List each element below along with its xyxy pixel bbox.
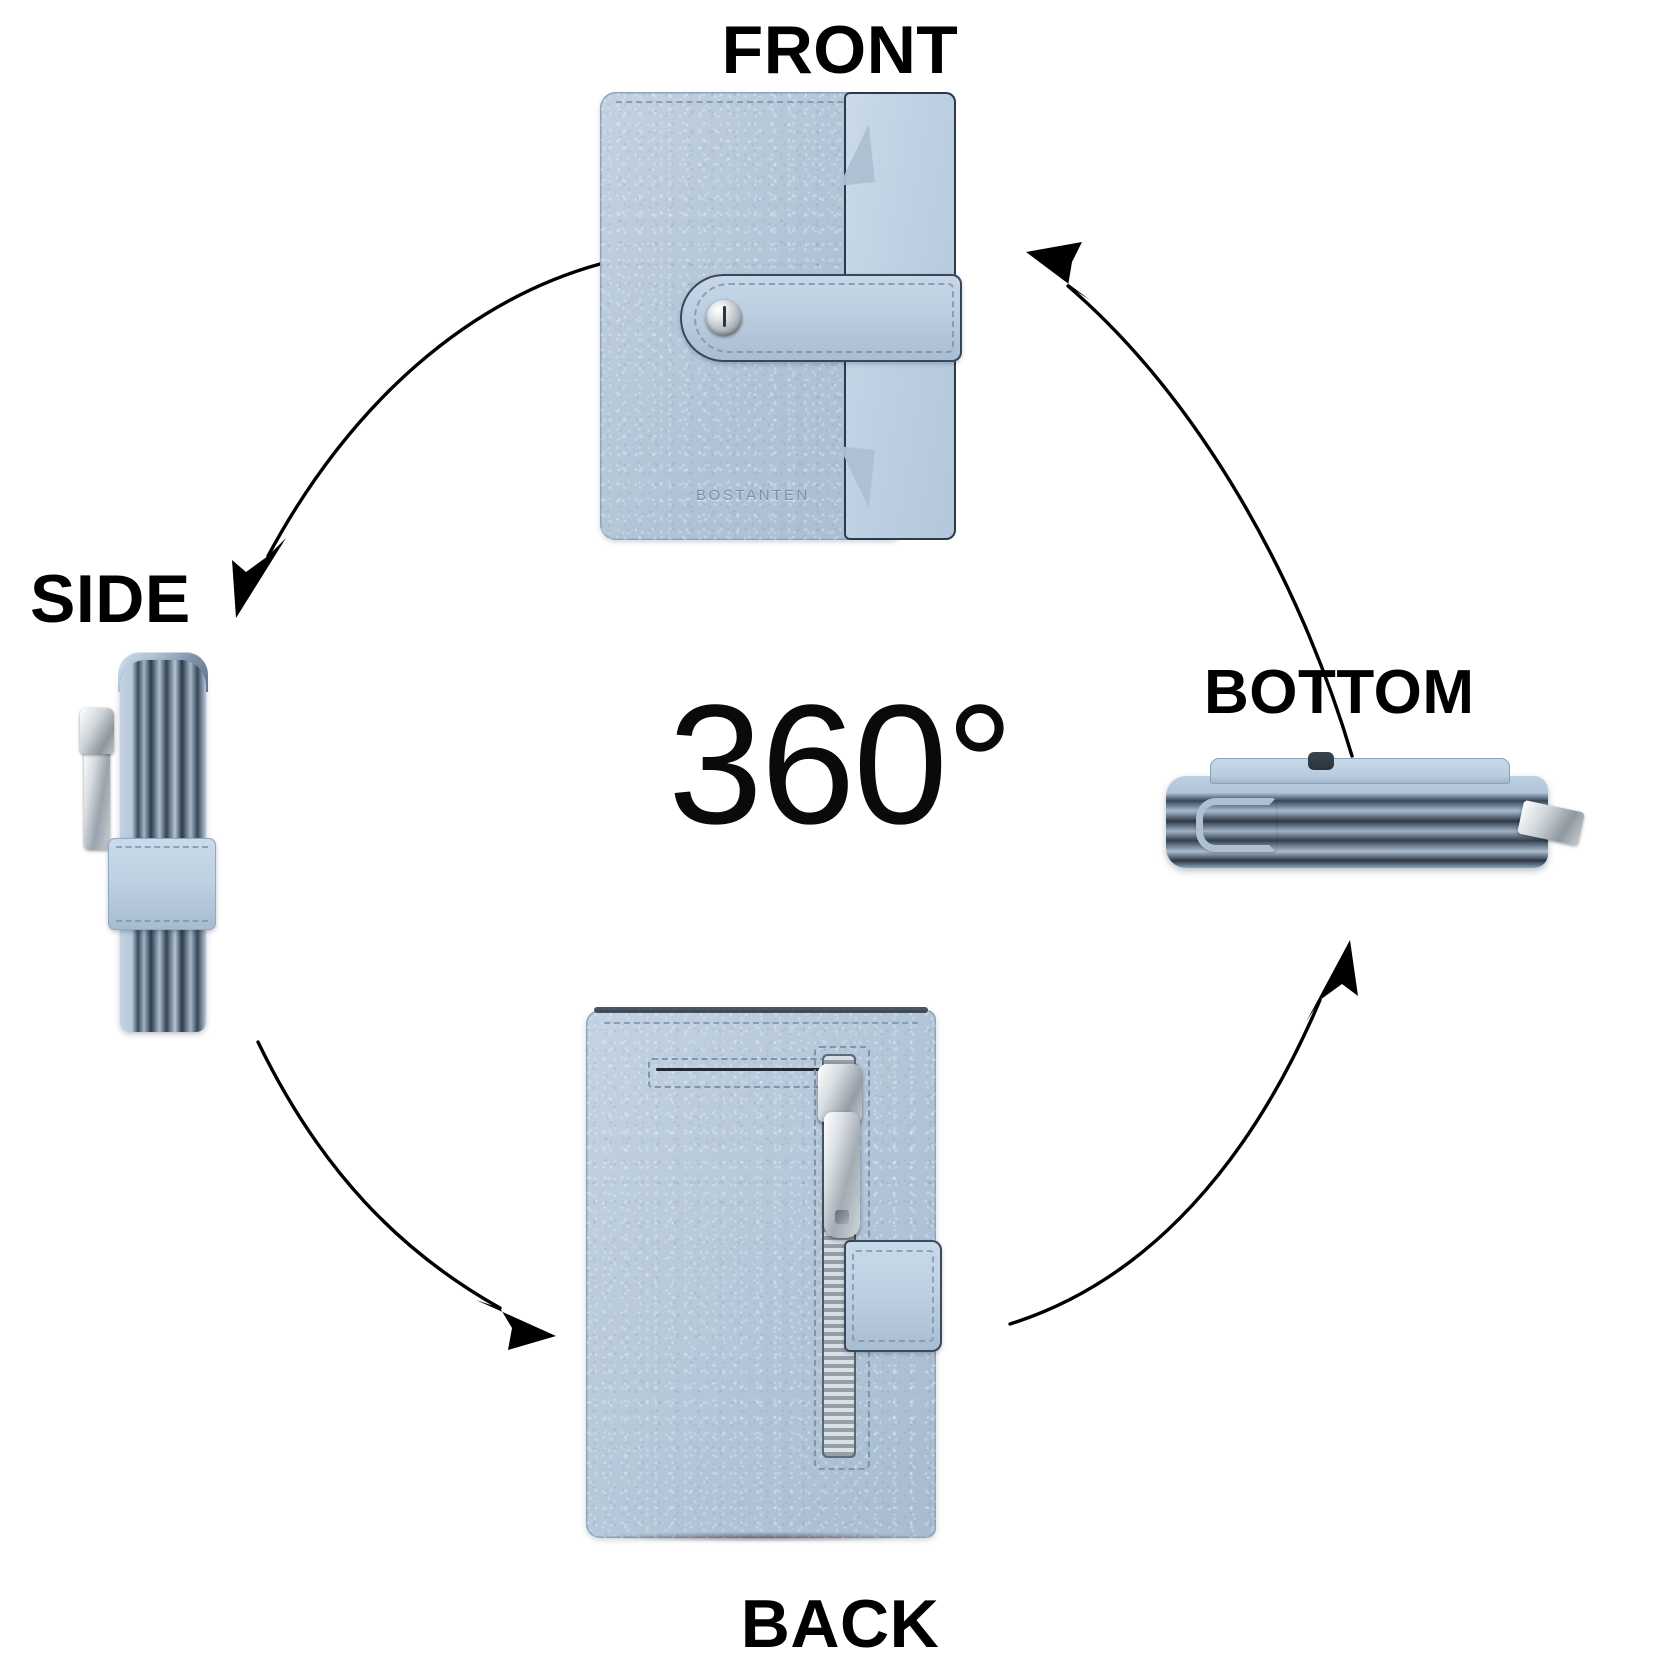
- view-label-side: SIDE: [30, 561, 191, 637]
- snap-button-icon: [706, 300, 742, 336]
- bottom-top-leather-strip: [1210, 758, 1510, 784]
- bottom-fold-loop: [1196, 798, 1276, 852]
- view-label-back: BACK: [740, 1586, 940, 1662]
- front-flap-notch-top: [833, 124, 875, 186]
- back-strap-stitching: [852, 1250, 934, 1342]
- back-bottom-shadow: [610, 1532, 912, 1542]
- side-zipper-slider-icon: [80, 708, 114, 754]
- wallet-bottom-view: [1140, 752, 1585, 892]
- front-snap-strap: [680, 274, 962, 362]
- bottom-snap-hardware-icon: [1308, 752, 1334, 770]
- side-band-stitching: [116, 846, 208, 922]
- side-zipper-pull-icon: [84, 742, 110, 850]
- view-label-front: FRONT: [721, 12, 959, 88]
- front-top-stitching: [616, 101, 884, 103]
- back-top-edge: [594, 1007, 928, 1013]
- rotation-degree-text: 360°: [668, 670, 1014, 860]
- arrow-back-to-bottom: [1008, 940, 1358, 1326]
- arrow-front-to-side: [232, 262, 602, 618]
- bottom-folded-profile: [1166, 776, 1548, 868]
- side-leather-band: [108, 838, 216, 930]
- wallet-front-view: BOSTANTEN: [592, 92, 964, 542]
- back-top-stitching: [604, 1022, 918, 1024]
- front-flap-notch-bottom: [833, 446, 875, 508]
- back-zipper-pull-logo-icon: [824, 1112, 860, 1238]
- wallet-back-view: [576, 1002, 966, 1547]
- arrow-side-to-back: [256, 1040, 556, 1350]
- brand-emboss-text: BOSTANTEN: [696, 487, 810, 504]
- front-strap-stitching: [694, 283, 954, 353]
- view-label-bottom: BOTTOM: [1204, 658, 1475, 727]
- wallet-side-view: [78, 642, 338, 1032]
- back-snap-strap: [844, 1240, 942, 1352]
